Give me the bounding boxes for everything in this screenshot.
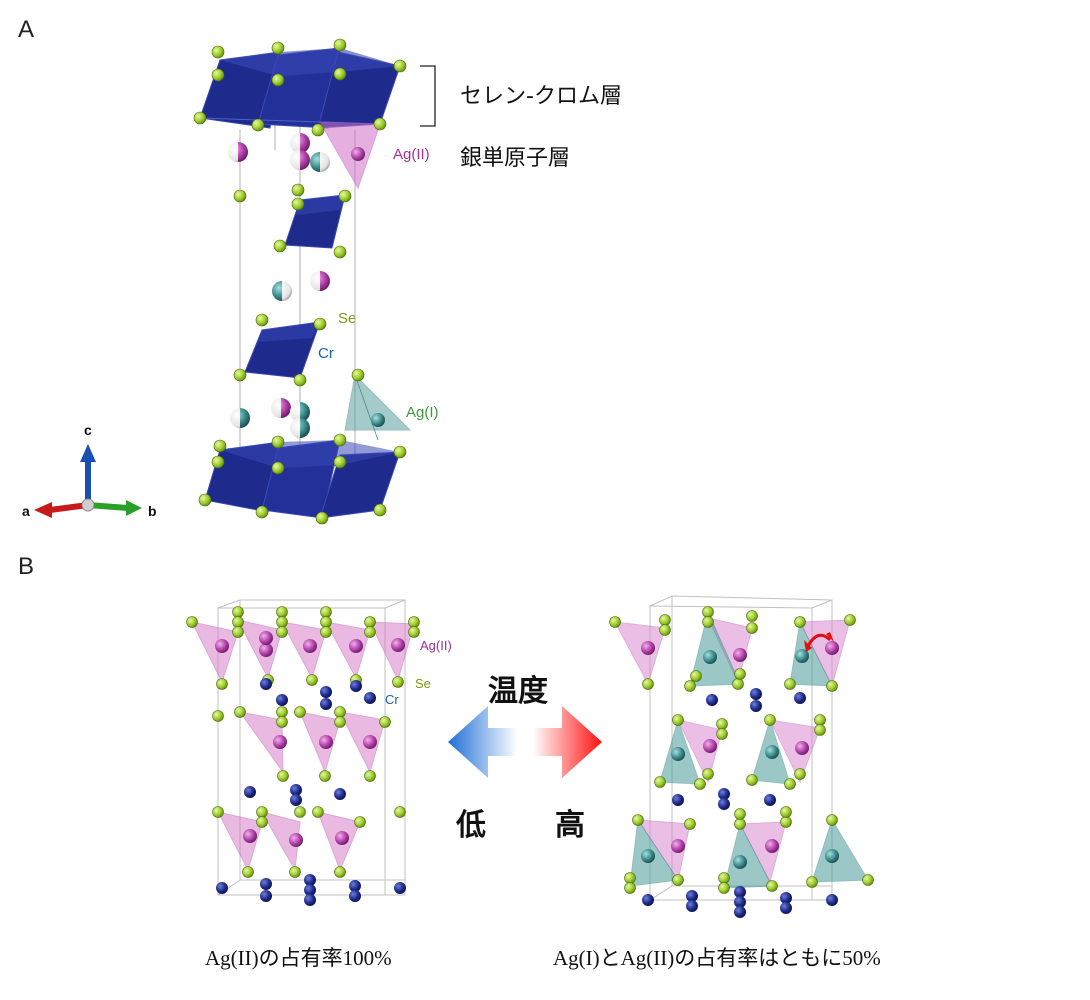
ag1-label-a: Ag(I) [406,404,439,421]
caption-left: Ag(II)の占有率100% [205,946,392,970]
temperature-double-arrow-icon [448,706,602,778]
panel-b-letter: B [18,553,35,580]
axis-c-label: c [84,422,92,438]
se-label-b: Se [415,676,431,691]
crystal-axes-icon [34,444,142,518]
silver-monolayer-label: 銀単原子層 [460,146,571,171]
selenium-chromium-layer-label: セレン-クロム層 [460,84,622,109]
temperature-label: 温度 [488,674,548,709]
cr-label-a: Cr [318,345,334,362]
low-temperature-label: 低 [456,808,486,843]
panel-b-high-temp-structure [609,595,874,918]
bottom-se-cr-layer [204,439,401,519]
ag2-label-b: Ag(II) [420,638,452,653]
panel-a-letter: A [18,16,35,43]
panel-a-structure [34,38,436,525]
axis-b-label: b [148,503,157,519]
cr-label-b: Cr [385,692,399,707]
ag2-label-a: Ag(II) [393,146,430,163]
caption-right: Ag(I)とAg(II)の占有率はともに50% [553,946,881,970]
panel-b-low-temp-structure [186,599,420,906]
se-label-a: Se [338,310,357,327]
high-temperature-label: 高 [555,808,585,843]
axis-a-label: a [22,503,30,519]
hopping-arrow-icon [804,632,834,652]
